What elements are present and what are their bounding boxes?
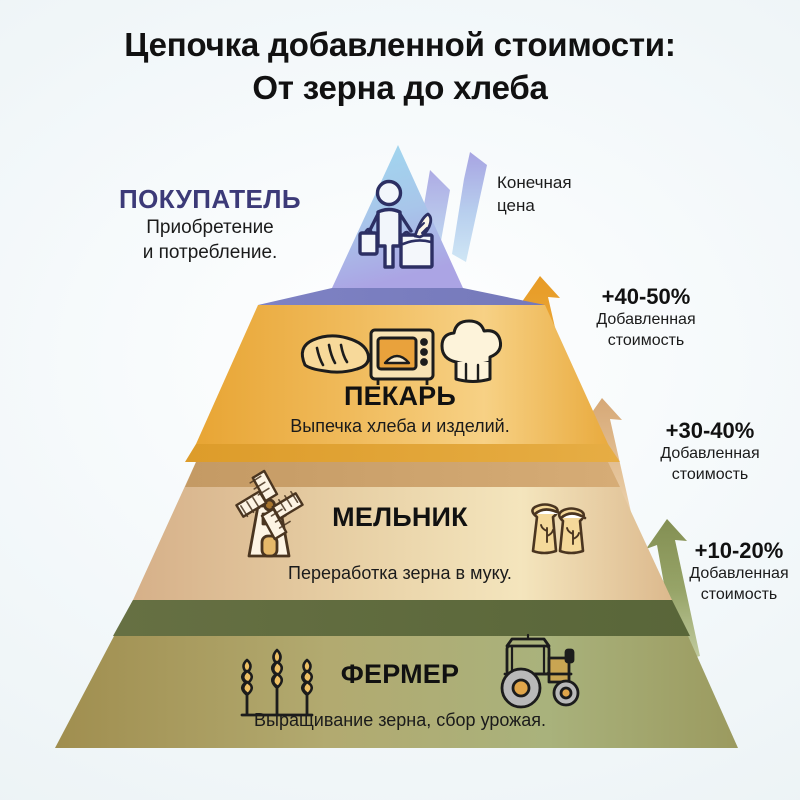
arrow-farmer-margin: [646, 519, 700, 662]
level-title-buyer: ПОКУПАТЕЛЬ: [119, 184, 301, 214]
miller-margin-caption-2: стоимость: [671, 465, 749, 483]
chef-hat-icon: [440, 319, 502, 383]
farmer-margin-caption-1: Добавленная: [689, 564, 789, 582]
annotation-farmer-margin: +10-20% Добавленная стоимость: [678, 538, 800, 606]
level-description-miller: Переработка зерна в муку.: [288, 563, 512, 583]
shopper-with-bread-bag-icon: [358, 179, 434, 269]
level-description-baker: Выпечка хлеба и изделий.: [290, 416, 510, 436]
annotation-miller-margin: +30-40% Добавленная стоимость: [630, 418, 790, 486]
tractor-icon: [500, 633, 580, 709]
level-title-baker: ПЕКАРЬ: [343, 381, 456, 411]
farmer-margin-caption-2: стоимость: [700, 585, 778, 603]
page-title: Цепочка добавленной стоимости: От зерна …: [0, 24, 800, 110]
miller-margin-percent: +30-40%: [665, 418, 755, 443]
final-price-line-1: Конечная: [497, 173, 572, 192]
pyramid-level-farmer[interactable]: [55, 600, 738, 748]
farmer-margin-percent: +10-20%: [694, 538, 784, 563]
level-description-farmer: Выращивание зерна, сбор урожая.: [254, 710, 546, 730]
level-title-farmer: ФЕРМЕР: [340, 659, 460, 689]
annotation-baker-margin: +40-50% Добавленная стоимость: [566, 284, 726, 352]
flour-sacks-icon: [531, 503, 587, 555]
miller-margin-caption-1: Добавленная: [660, 444, 760, 462]
windmill-icon: [235, 469, 304, 558]
baker-margin-caption-1: Добавленная: [596, 310, 696, 328]
level-description-buyer: Приобретение и потребление.: [60, 216, 360, 265]
title-line-2: От зерна до хлеба: [252, 68, 548, 106]
buyer-desc-line-1: Приобретение: [146, 217, 274, 238]
final-price-line-2: цена: [497, 195, 535, 215]
level-title-miller: МЕЛЬНИК: [332, 502, 468, 532]
oven-icon: [369, 328, 435, 385]
baker-margin-percent: +40-50%: [601, 284, 691, 309]
bread-loaf-icon: [300, 334, 370, 374]
wheat-stalks-icon: [240, 648, 314, 717]
title-line-1: Цепочка добавленной стоимости:: [124, 26, 676, 63]
buyer-desc-line-2: и потребление.: [142, 241, 278, 263]
annotation-final-price: Конечная цена: [497, 172, 627, 218]
baker-margin-caption-2: стоимость: [607, 331, 685, 349]
